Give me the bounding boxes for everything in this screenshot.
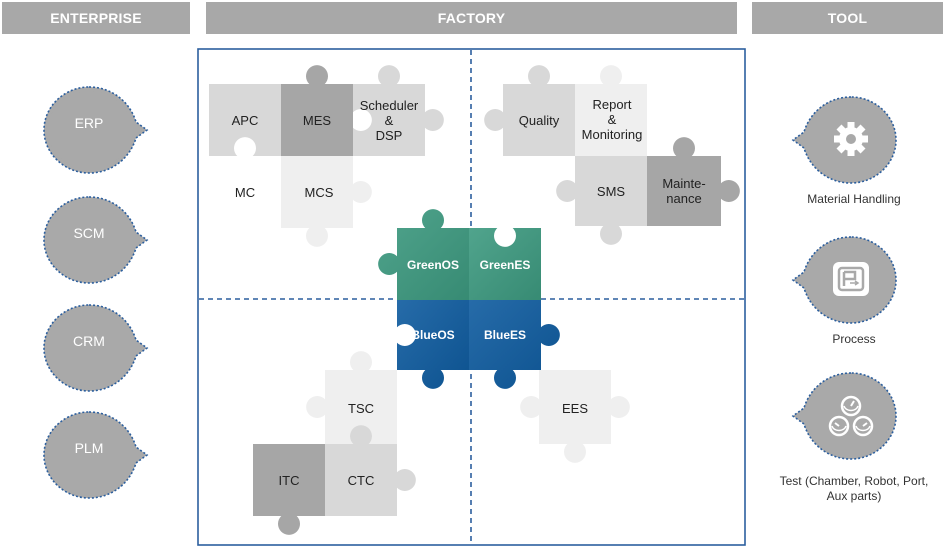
enterprise-label: SCM <box>73 225 105 241</box>
process-chamber-icon <box>833 262 869 296</box>
piece-maintenance <box>647 137 740 226</box>
enterprise-item-crm: CRM <box>40 300 156 396</box>
piece-report <box>575 65 647 156</box>
enterprise-label: ERP <box>74 115 104 131</box>
gear-icon <box>834 122 868 156</box>
tool-item-test <box>784 368 900 464</box>
piece-label-mc: MC <box>234 184 256 200</box>
piece-mcs <box>281 156 372 247</box>
enterprise-item-plm: PLM <box>40 407 156 503</box>
tool-header: TOOL <box>752 2 943 34</box>
piece-mes <box>281 65 353 156</box>
piece-label-greenos: GreenOS <box>406 257 460 272</box>
enterprise-label: CRM <box>73 333 105 349</box>
piece-ctc <box>325 425 416 516</box>
piece-ees <box>520 370 630 463</box>
piece-label-ees: EES <box>561 400 588 416</box>
test-gauges-icon <box>828 395 874 437</box>
tool-item-process <box>784 232 900 328</box>
tool-label-test: Test (Chamber, Robot, Port, Aux parts) <box>779 474 929 503</box>
piece-apc <box>209 84 281 156</box>
piece-label-quality: Quality <box>518 112 560 128</box>
piece-label-apc: APC <box>231 112 259 128</box>
piece-label-itc: ITC <box>278 472 300 488</box>
piece-itc <box>253 444 325 535</box>
piece-greenes-shade <box>469 228 541 300</box>
piece-label-mcs: MCS <box>304 184 334 200</box>
enterprise-label: PLM <box>74 440 104 456</box>
piece-label-greenes: GreenES <box>479 257 531 272</box>
piece-scheduler <box>353 65 444 156</box>
piece-blueos-shade <box>397 300 469 389</box>
tool-item-material-handling <box>784 92 900 188</box>
piece-label-mes: MES <box>302 112 332 128</box>
piece-label-blueos: BlueOS <box>411 327 455 342</box>
tool-label-material-handling: Material Handling <box>807 192 901 206</box>
piece-greenos-shade <box>378 209 469 300</box>
piece-label-scheduler-dsp: Scheduler & DSP <box>359 97 419 143</box>
factory-header: FACTORY <box>206 2 737 34</box>
piece-quality <box>484 65 575 156</box>
enterprise-item-erp: ERP <box>40 82 156 178</box>
piece-label-report-monitoring: Report & Monitoring <box>581 96 643 142</box>
piece-tsc <box>306 351 397 444</box>
piece-bluees-shade <box>469 300 560 389</box>
enterprise-item-scm: SCM <box>40 192 156 288</box>
piece-label-ctc: CTC <box>347 472 375 488</box>
piece-label-bluees: BlueES <box>483 327 526 342</box>
enterprise-header: ENTERPRISE <box>2 2 190 34</box>
piece-label-tsc: TSC <box>348 400 374 416</box>
tool-label-process: Process <box>832 332 876 346</box>
piece-label-sms: SMS <box>596 183 626 199</box>
piece-label-maintenance: Mainte- nance <box>662 176 706 206</box>
piece-sms <box>556 156 647 245</box>
